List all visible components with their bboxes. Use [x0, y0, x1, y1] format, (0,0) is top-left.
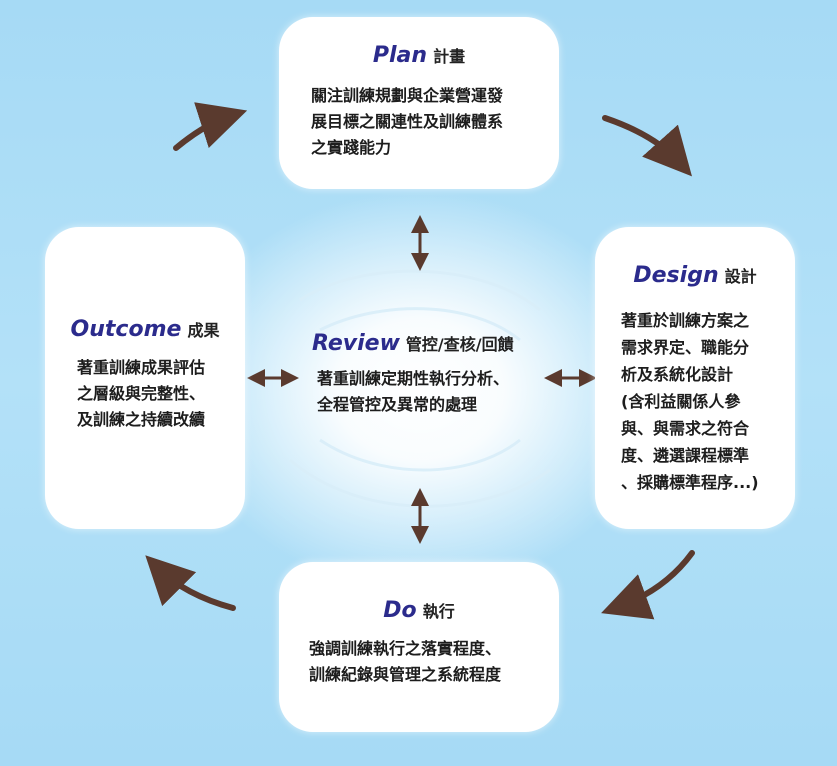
plan-title-en: Plan [372, 43, 428, 68]
review-line: 全程管控及異常的處理 [317, 395, 478, 414]
design-line: 度、遴選課程標準 [621, 446, 750, 465]
design-box: Design 設計 著重於訓練方案之 需求界定、職能分 析及系統化設計 (含利益關… [595, 227, 795, 529]
do-text: 強調訓練執行之落實程度、 訓練紀錄與管理之系統程度 [309, 636, 501, 688]
review-title-en: Review [312, 331, 400, 356]
plan-line: 之實踐能力 [311, 138, 392, 157]
plan-box: Plan 計畫 關注訓練規劃與企業營運發 展目標之關連性及訓練體系 之實踐能力 [279, 17, 559, 189]
design-title: Design 設計 [595, 263, 795, 288]
do-title-zh: 執行 [422, 602, 455, 621]
outcome-box: Outcome 成果 著重訓練成果評估 之層級與完整性、 及訓練之持續改續 [45, 227, 245, 529]
design-line: 與、與需求之符合 [621, 419, 750, 438]
design-line: 著重於訓練方案之 [621, 311, 750, 330]
do-line: 強調訓練執行之落實程度、 [309, 639, 502, 658]
design-title-zh: 設計 [724, 267, 757, 286]
review-line: 著重訓練定期性執行分析、 [317, 369, 510, 388]
review-text: 著重訓練定期性執行分析、 全程管控及異常的處理 [317, 366, 509, 418]
outcome-text: 著重訓練成果評估 之層級與完整性、 及訓練之持續改續 [77, 355, 205, 433]
cycle-arrow-do-to-outcome [145, 555, 236, 611]
cycle-arrow-plan-to-design [602, 115, 692, 177]
outcome-title: Outcome 成果 [45, 317, 245, 342]
outcome-line: 著重訓練成果評估 [77, 358, 206, 377]
design-line: (含利益關係人參 [621, 392, 741, 411]
design-line: 、採購標準程序...) [621, 473, 759, 492]
plan-text: 關注訓練規劃與企業營運發 展目標之關連性及訓練體系 之實踐能力 [311, 83, 503, 161]
review-title-zh: 管控/查核/回饋 [405, 335, 514, 354]
plan-line: 關注訓練規劃與企業營運發 [311, 86, 504, 105]
do-title-en: Do [383, 598, 417, 623]
outcome-line: 及訓練之持續改續 [77, 410, 206, 429]
design-title-en: Design [633, 263, 719, 288]
do-title: Do 執行 [279, 598, 559, 623]
plan-title: Plan 計畫 [279, 43, 559, 68]
review-title: Review 管控/查核/回饋 [312, 331, 514, 356]
design-line: 析及系統化設計 [621, 365, 734, 384]
plan-line: 展目標之關連性及訓練體系 [311, 112, 504, 131]
do-box: Do 執行 強調訓練執行之落實程度、 訓練紀錄與管理之系統程度 [279, 562, 559, 732]
design-line: 需求界定、職能分 [621, 338, 750, 357]
outcome-title-zh: 成果 [187, 321, 220, 340]
do-line: 訓練紀錄與管理之系統程度 [309, 665, 502, 684]
plan-title-zh: 計畫 [433, 47, 466, 66]
cycle-arrow-design-to-do [601, 550, 695, 620]
cycle-arrow-outcome-to-plan [173, 102, 248, 151]
outcome-line: 之層級與完整性、 [77, 384, 206, 403]
outcome-title-en: Outcome [70, 317, 182, 342]
design-text: 著重於訓練方案之 需求界定、職能分 析及系統化設計 (含利益關係人參 與、與需求… [621, 307, 759, 496]
